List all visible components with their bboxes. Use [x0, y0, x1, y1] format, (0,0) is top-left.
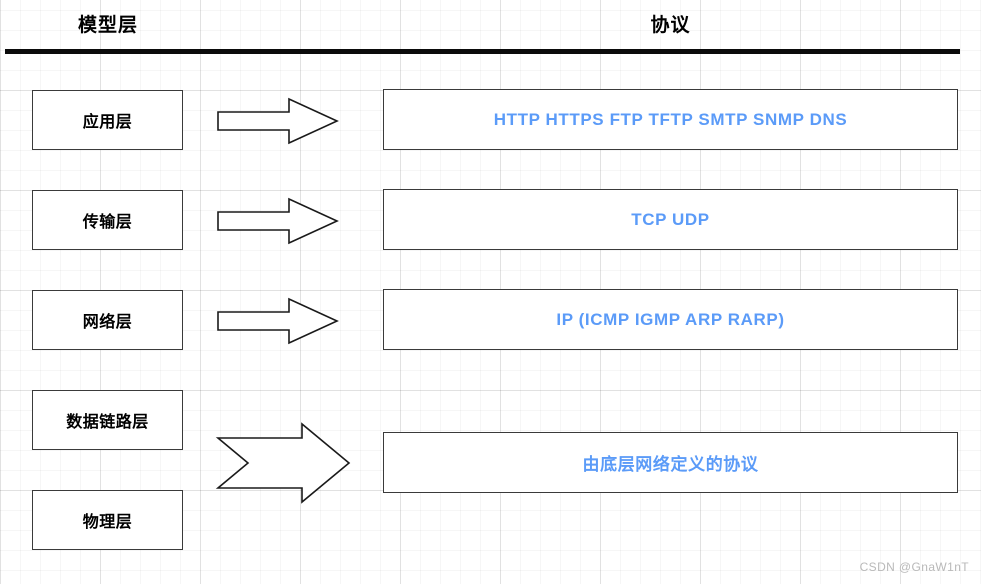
protocol-box-link-physical: 由底层网络定义的协议 — [383, 432, 958, 493]
layer-box-transport: 传输层 — [32, 190, 183, 250]
layer-box-network: 网络层 — [32, 290, 183, 350]
protocol-box-network: IP (ICMP IGMP ARP RARP) — [383, 289, 958, 350]
column-header-model-layer: 模型层 — [77, 15, 138, 36]
arrow-application-icon — [217, 97, 339, 145]
layer-box-application: 应用层 — [32, 90, 183, 150]
layer-box-physical: 物理层 — [32, 490, 183, 550]
arrow-transport-icon — [217, 197, 339, 245]
header-divider-rule — [5, 49, 960, 54]
arrow-link-physical-icon — [215, 422, 351, 504]
watermark-attribution: CSDN @GnaW1nT — [859, 560, 969, 574]
layer-box-data-link: 数据链路层 — [32, 390, 183, 450]
column-header-protocol: 协议 — [650, 15, 691, 36]
arrow-network-icon — [217, 297, 339, 345]
protocol-box-transport: TCP UDP — [383, 189, 958, 250]
protocol-box-application: HTTP HTTPS FTP TFTP SMTP SNMP DNS — [383, 89, 958, 150]
